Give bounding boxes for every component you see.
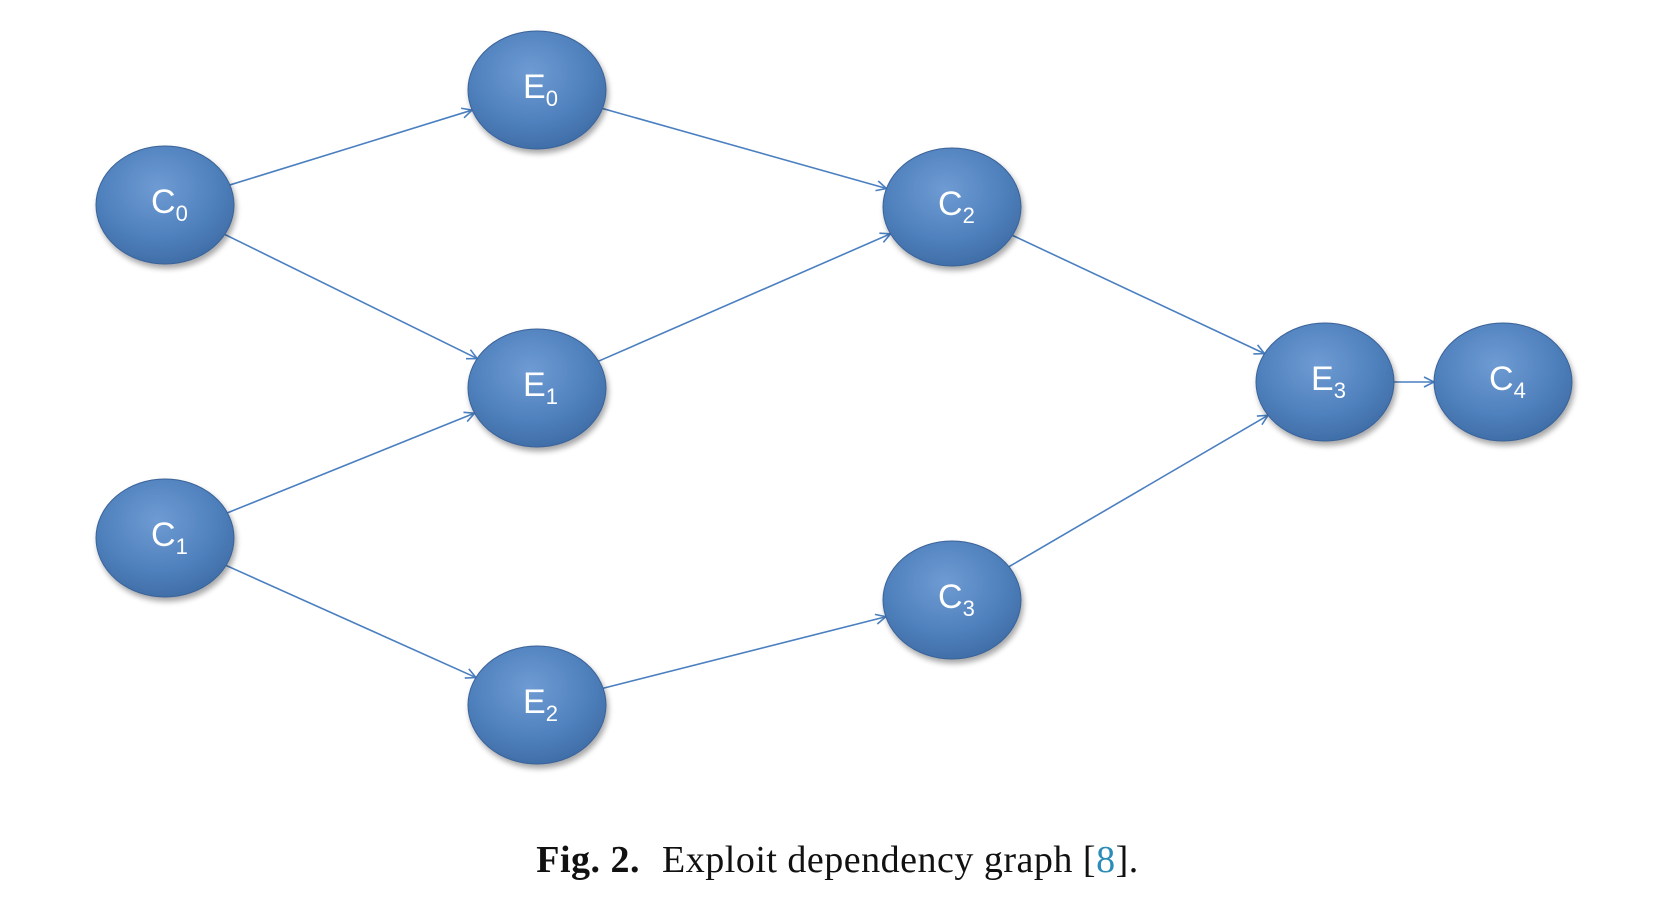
node-label: C3 [938, 578, 975, 621]
node-circle [882, 147, 1022, 267]
node-c1: C1 [95, 478, 235, 598]
node-label: E1 [523, 366, 558, 409]
node-label: E0 [523, 68, 558, 111]
node-circle [95, 145, 235, 265]
edge-c2-to-e3 [1012, 234, 1264, 353]
caption-text: Exploit dependency graph [ [662, 839, 1097, 881]
node-circle [467, 645, 607, 765]
node-c0: C0 [95, 145, 235, 265]
node-e0: E0 [467, 30, 607, 150]
node-label: C0 [151, 183, 188, 226]
node-circle [467, 328, 607, 448]
node-circle [1433, 322, 1573, 442]
node-circle [882, 540, 1022, 660]
figure-label: Fig. 2. [536, 839, 641, 881]
node-c3: C3 [882, 540, 1022, 660]
node-c2: C2 [882, 147, 1022, 267]
edge-e2-to-c3 [602, 617, 886, 690]
edge-c3-to-e3 [1008, 415, 1268, 568]
figure-caption: Fig. 2. Exploit dependency graph [8]. [0, 838, 1675, 882]
node-label: C4 [1489, 360, 1526, 403]
node-c4: C4 [1433, 322, 1573, 442]
edge-c0-to-e1 [224, 233, 477, 358]
node-e3: E3 [1255, 322, 1395, 442]
node-circle [467, 30, 607, 150]
node-label: E3 [1311, 360, 1346, 403]
edge-e0-to-c2 [602, 107, 887, 188]
edge-c0-to-e0 [229, 110, 472, 186]
node-circle [95, 478, 235, 598]
node-e2: E2 [467, 645, 607, 765]
edge-c1-to-e2 [225, 564, 476, 677]
node-e1: E1 [467, 328, 607, 448]
citation-link[interactable]: 8 [1096, 839, 1116, 881]
edges-layer [224, 107, 1434, 690]
caption-end: ]. [1115, 839, 1139, 881]
node-label: C2 [938, 185, 975, 228]
edge-c1-to-e1 [227, 413, 474, 514]
node-circle [1255, 322, 1395, 442]
node-label: C1 [151, 516, 188, 559]
edge-e1-to-c2 [598, 234, 890, 362]
node-label: E2 [523, 683, 558, 726]
